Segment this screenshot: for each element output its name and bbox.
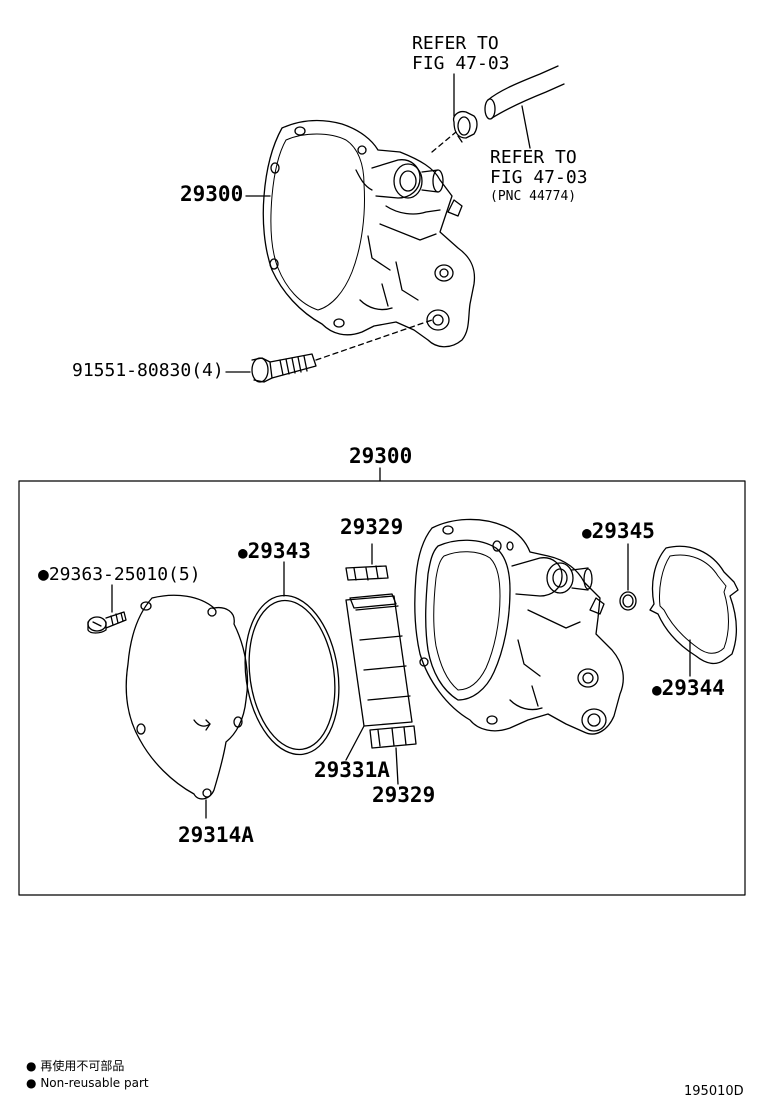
refer-upper-line2: FIG 47-03 — [412, 53, 510, 74]
callout-o-ring: ●29343 — [238, 541, 311, 563]
legend-item-japanese-text: 再使用不可部品 — [40, 1059, 125, 1073]
refer-lower-line3: (PNC 44774) — [490, 189, 577, 204]
callout-small-o-ring-text: 29345 — [591, 519, 655, 543]
callout-cover: 29314A — [178, 823, 254, 847]
callout-vane: 29331A — [314, 758, 390, 782]
dashed-line-bolt — [315, 319, 433, 361]
non-reusable-dot-icon: ● — [26, 1076, 37, 1090]
small-o-ring — [619, 591, 637, 611]
pump-cover — [125, 594, 249, 800]
figure-id: 195010D — [684, 1084, 744, 1099]
vacuum-pump-assembly — [262, 119, 476, 348]
leader-vane — [345, 725, 365, 761]
callout-small-o-ring: ●29345 — [582, 521, 655, 543]
non-reusable-dot-icon: ● — [652, 680, 662, 699]
rotor-vane — [345, 593, 413, 727]
legend-item-english-text: Non-reusable part — [40, 1076, 149, 1090]
refer-lower-line2: FIG 47-03 — [490, 167, 588, 188]
leader-plate-lower — [395, 747, 399, 785]
exploded-view-box — [18, 480, 746, 896]
non-reusable-dot-icon: ● — [38, 564, 49, 585]
non-reusable-dot-icon: ● — [238, 543, 248, 562]
hose — [484, 65, 565, 120]
pump-housing — [414, 518, 624, 735]
flange-bolt — [251, 353, 317, 383]
end-plate-upper — [345, 565, 389, 581]
callout-bolt: 91551-80830(4) — [72, 360, 224, 381]
legend-item-english: ● Non-reusable part — [26, 1075, 149, 1091]
o-ring — [244, 594, 340, 756]
hose-cap — [452, 110, 478, 143]
gasket — [649, 545, 739, 665]
callout-plate-upper: 29329 — [340, 515, 404, 539]
callout-screw: ●29363-25010(5) — [38, 565, 201, 585]
dashed-line-cap — [431, 131, 457, 153]
callout-gasket-text: 29344 — [661, 676, 725, 700]
non-reusable-dot-icon: ● — [26, 1059, 37, 1073]
screw — [87, 611, 127, 634]
refer-lower-line1: REFER TO — [490, 147, 577, 168]
callout-o-ring-text: 29343 — [247, 539, 311, 563]
callout-29300-upper: 29300 — [180, 182, 244, 206]
end-plate-lower — [369, 725, 417, 749]
non-reusable-dot-icon: ● — [582, 523, 592, 542]
callout-gasket: ●29344 — [652, 678, 725, 700]
callout-plate-lower: 29329 — [372, 783, 436, 807]
callout-screw-text: 29363-25010(5) — [48, 564, 201, 585]
refer-upper-line1: REFER TO — [412, 33, 499, 54]
callout-29300-box: 29300 — [349, 444, 413, 468]
legend-item-japanese: ● 再使用不可部品 — [26, 1058, 124, 1074]
leader-refer-lower — [521, 105, 531, 149]
